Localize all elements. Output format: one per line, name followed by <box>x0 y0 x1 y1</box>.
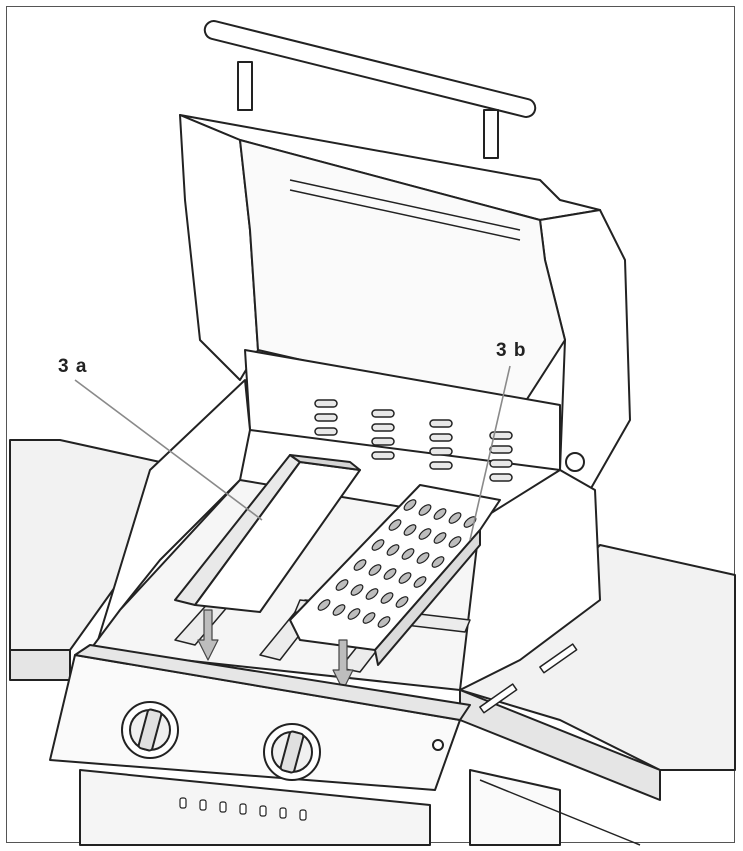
lid-handle-post-right <box>483 109 499 159</box>
heat-tent-3a-lip <box>289 454 361 471</box>
callout-leaders <box>74 365 511 541</box>
back-wall-vents <box>314 399 513 482</box>
leader-line-3a <box>74 379 263 521</box>
control-knob-left <box>121 701 179 759</box>
callout-label-3b: 3 b <box>496 340 527 361</box>
lid-handle-post-left <box>237 61 253 111</box>
cart-cabinet <box>79 769 431 846</box>
control-panel-top-edge <box>74 644 471 721</box>
lid-handle-bar <box>203 20 537 118</box>
leader-line-3b <box>469 365 511 541</box>
lid-inner-panel <box>239 139 566 411</box>
heat-plate-3b-edge <box>374 529 481 666</box>
install-arrow-3a <box>197 609 219 661</box>
left-side-shelf-edge <box>9 649 71 681</box>
callout-label-3a: 3 a <box>58 356 88 377</box>
control-knob-right <box>263 723 321 781</box>
install-arrow-3b <box>332 639 354 691</box>
cart-right-leg <box>469 769 561 846</box>
heat-plate-perforations <box>317 499 477 628</box>
